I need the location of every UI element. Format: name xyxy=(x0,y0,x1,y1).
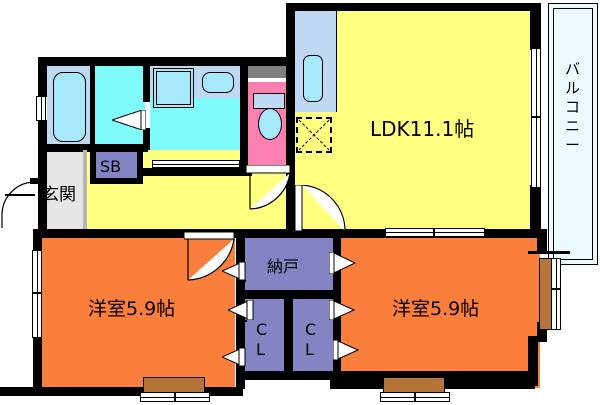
wall-ldk-left-lower xyxy=(286,160,295,235)
wall-sb-bottom xyxy=(90,178,143,184)
changing-room-window-mullion xyxy=(152,164,240,165)
wall-entrance-head xyxy=(30,178,42,184)
wall-bedroom-right-east-lower xyxy=(528,336,538,386)
wall-changing-washroom-lower xyxy=(143,128,150,150)
toilet-bowl-icon xyxy=(258,108,282,140)
entrance-door-arc-icon xyxy=(1,181,36,228)
wall-ldk-left-upper xyxy=(286,3,295,66)
closet-right-door-icon[interactable] xyxy=(329,300,355,320)
wall-sb-left xyxy=(90,150,96,184)
wall-left-sanitary xyxy=(38,57,47,97)
label-bedroom-right: 洋室5.9帖 xyxy=(392,298,480,320)
label-closet-left: CL xyxy=(256,320,268,359)
toilet-door-icon[interactable] xyxy=(246,165,294,213)
bedroom-right-east-window-mullion xyxy=(556,258,557,330)
bedroom-left-south-window-handle xyxy=(174,392,176,402)
wall-top-ldk xyxy=(286,3,541,11)
bedroom-right-door-upper-icon[interactable] xyxy=(333,340,359,360)
room-bedroom-right xyxy=(340,237,540,388)
bedroom-left-window-handle xyxy=(32,292,42,294)
wall-mid-horizontal-left xyxy=(33,229,243,238)
bath-window-mullion xyxy=(41,96,42,121)
changing-room-door-icon[interactable] xyxy=(112,110,146,130)
wall-sb-right xyxy=(137,150,143,184)
wall-toilet-right xyxy=(286,66,295,166)
wall-bath-changing xyxy=(90,66,95,150)
bedroom-left-door-icon[interactable] xyxy=(184,232,238,284)
room-shoe-box xyxy=(95,152,138,180)
room-nando xyxy=(244,238,334,291)
closet-left-door-track xyxy=(238,320,247,322)
wall-center-bottom xyxy=(236,371,341,380)
toilet-gray-band xyxy=(246,66,292,78)
label-shoe-box: SB xyxy=(100,157,122,176)
wall-bedroom-left-south xyxy=(33,387,243,396)
bedroom-right-east-window-handle xyxy=(551,288,561,290)
nando-door-icon[interactable] xyxy=(329,252,357,274)
room-changing xyxy=(95,65,145,150)
label-bedroom-left: 洋室5.9帖 xyxy=(88,298,176,320)
ldk-south-window-handle xyxy=(433,228,435,237)
label-closet-right: CL xyxy=(305,320,317,359)
wall-bath-bottom xyxy=(38,144,148,152)
entrance-door-leaf[interactable] xyxy=(5,194,35,196)
room-bedroom-left xyxy=(40,237,235,388)
wall-closet-divider xyxy=(284,293,293,377)
kitchen-sink-icon xyxy=(303,55,323,102)
room-closet-right xyxy=(292,299,334,373)
bedroom-left-east-wall-track xyxy=(238,280,246,282)
label-genkan: 玄関 xyxy=(42,185,76,205)
wall-bottom-left-stub xyxy=(0,387,42,396)
wall-bedroom-right-south-left xyxy=(333,371,528,380)
wall-top-sanitary xyxy=(38,57,292,66)
bathtub-icon xyxy=(53,72,86,142)
ldk-balcony-door-mullion xyxy=(536,48,537,188)
balcony-inner-rail xyxy=(553,8,593,260)
ldk-balcony-door-handle xyxy=(531,116,541,118)
washing-machine-space-inner xyxy=(156,71,191,105)
ldk-south-window-mullion xyxy=(385,232,485,233)
wall-ldk-right-upper xyxy=(530,3,541,50)
wall-ldk-right-lower xyxy=(530,185,541,235)
bedroom-left-closet-door-upper-icon[interactable] xyxy=(222,262,246,280)
bedroom-left-window-mullion xyxy=(37,250,38,338)
label-nando: 納戸 xyxy=(267,257,300,276)
label-balcony: バルコニー xyxy=(565,60,581,154)
label-ldk: LDK11.1帖 xyxy=(370,117,475,141)
bedroom-right-south-window-handle xyxy=(414,392,416,402)
vent-opening-icon xyxy=(296,117,332,153)
wall-left-sanitary-lower xyxy=(38,120,47,232)
vent-opening-cross-icon xyxy=(298,119,330,151)
bedroom-left-closet-door-lower-icon[interactable] xyxy=(222,348,246,366)
wall-bedroom-right-east-mid xyxy=(537,322,547,342)
closet-left-door-icon[interactable] xyxy=(228,300,254,320)
ldk-hall-door-icon[interactable] xyxy=(295,185,347,235)
toilet-tank-icon xyxy=(253,93,285,109)
wall-washroom-toilet xyxy=(240,66,248,176)
wall-bedroom-left-west-upper xyxy=(33,229,42,251)
wall-bedroom-right-east-upper xyxy=(537,229,547,251)
washbasin-icon xyxy=(202,72,234,93)
wall-bedroom-left-west-lower xyxy=(33,338,42,396)
wall-genkan-right xyxy=(83,150,87,232)
wall-washroom-bottom xyxy=(143,168,248,176)
bedroom-right-east-window-head xyxy=(528,251,570,254)
wall-changing-washroom xyxy=(143,66,150,102)
